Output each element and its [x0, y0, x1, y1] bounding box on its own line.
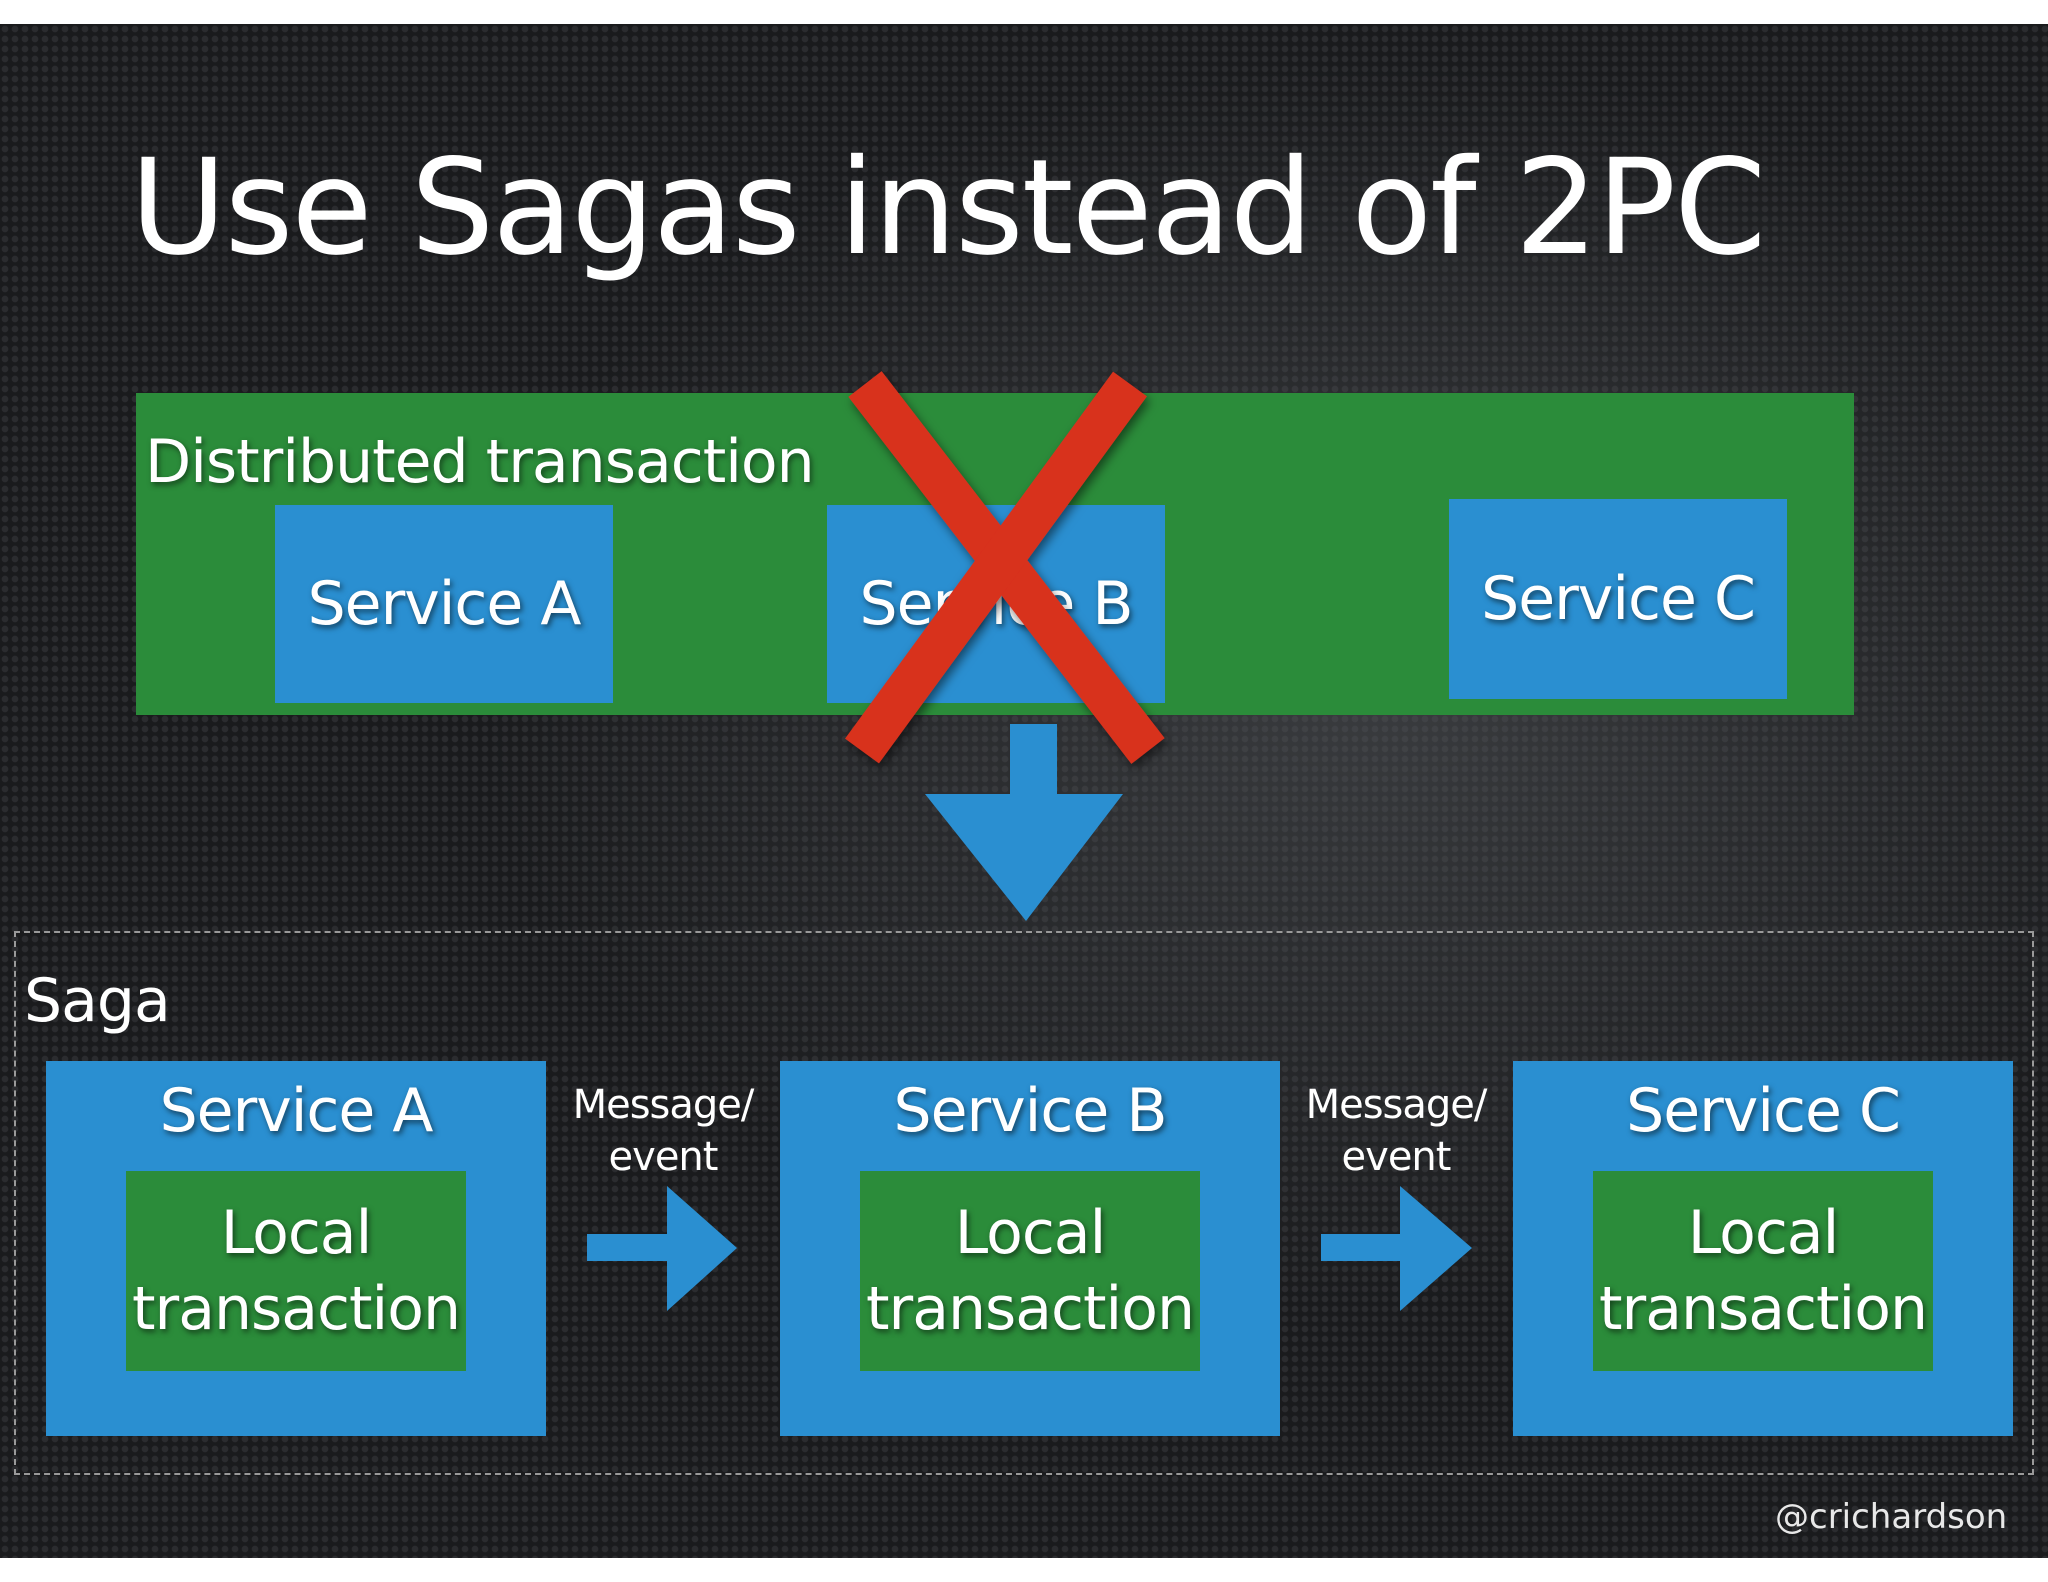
saga-service-c-local-transaction: Local transaction — [1593, 1171, 1933, 1371]
connector-2-label-line-1: Message/ — [1305, 1082, 1488, 1128]
saga-service-b-label: Service B — [893, 1076, 1168, 1146]
distributed-service-a-label: Service A — [307, 569, 582, 639]
saga-service-a-box: Service A Local transaction — [46, 1061, 546, 1436]
local-transaction-line-1: Local — [1687, 1198, 1840, 1268]
connector-1-label-line-1: Message/ — [572, 1082, 755, 1128]
saga-label: Saga — [24, 966, 171, 1036]
connector-1-label-line-2: event — [608, 1134, 719, 1180]
distributed-transaction-label: Distributed transaction — [145, 427, 815, 497]
saga-service-c-label: Service C — [1626, 1076, 1901, 1146]
connector-2-label-line-2: event — [1341, 1134, 1452, 1180]
distributed-service-c-label: Service C — [1481, 564, 1756, 634]
connector-arrows — [587, 1186, 1472, 1311]
saga-service-b-local-transaction: Local transaction — [860, 1171, 1200, 1371]
local-transaction-line-2: transaction — [132, 1274, 461, 1344]
saga-service-a-label: Service A — [159, 1076, 434, 1146]
distributed-service-a-box: Service A — [275, 505, 613, 703]
red-cross-icon — [845, 371, 1165, 764]
slide: Use Sagas instead of 2PC Distributed tra… — [0, 24, 2048, 1558]
local-transaction-line-2: transaction — [866, 1274, 1195, 1344]
right-arrow-icon — [1321, 1186, 1472, 1311]
slide-title: Use Sagas instead of 2PC — [130, 131, 1766, 285]
saga-service-c-box: Service C Local transaction — [1513, 1061, 2013, 1436]
down-arrow-icon — [925, 724, 1123, 921]
local-transaction-line-1: Local — [220, 1198, 373, 1268]
connector-1-label: Message/ event — [563, 1079, 763, 1183]
saga-frame — [14, 931, 2034, 1475]
saga-service-a-local-transaction: Local transaction — [126, 1171, 466, 1371]
local-transaction-line-2: transaction — [1599, 1274, 1928, 1344]
right-arrow-icon — [587, 1186, 737, 1311]
connector-2-label: Message/ event — [1296, 1079, 1496, 1183]
local-transaction-line-1: Local — [954, 1198, 1107, 1268]
saga-service-b-box: Service B Local transaction — [780, 1061, 1280, 1436]
distributed-service-c-box: Service C — [1449, 499, 1787, 699]
author-credit: @crichardson — [1775, 1497, 2008, 1537]
